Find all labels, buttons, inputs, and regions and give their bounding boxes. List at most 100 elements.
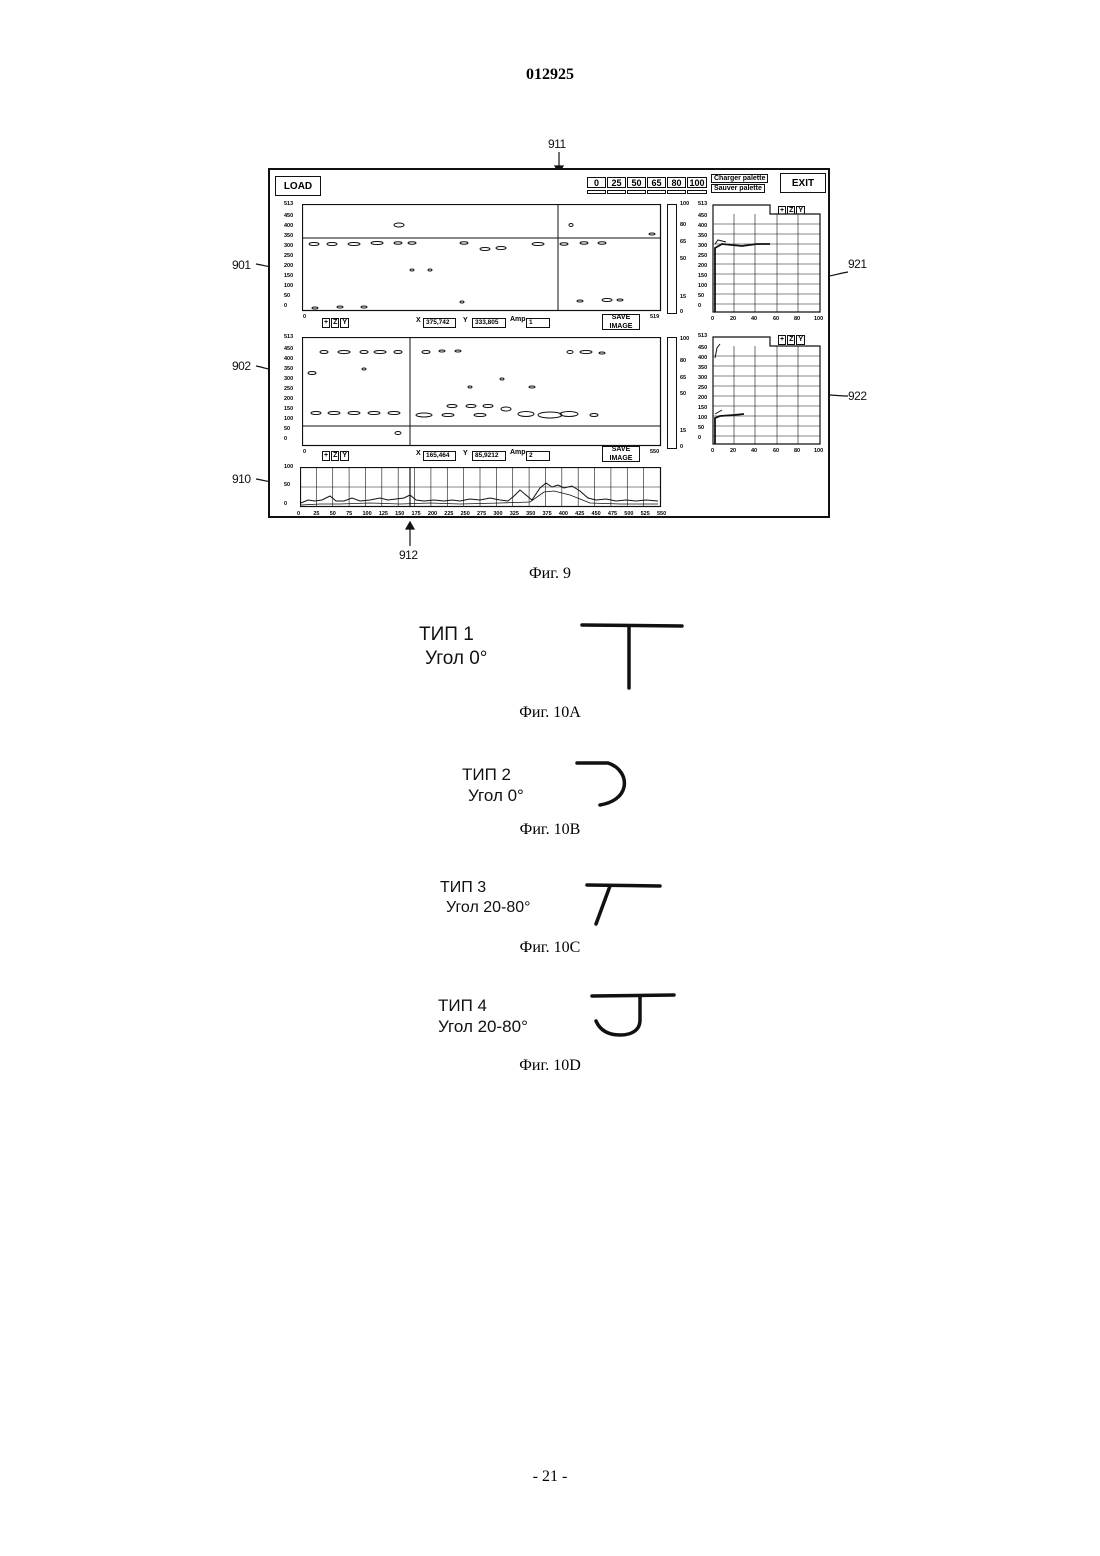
palette-level-50[interactable]: 50 <box>627 177 646 188</box>
panel2-amp-label: Amp <box>510 449 526 456</box>
trace-x-tick: 500 <box>624 511 633 517</box>
right1-y-tick: 200 <box>698 263 707 269</box>
panel1-y-tick: 50 <box>284 293 290 299</box>
palette-level-80[interactable]: 80 <box>667 177 686 188</box>
palette-level-65[interactable]: 65 <box>647 177 666 188</box>
trace-x-tick: 175 <box>412 511 421 517</box>
zoom-z-button[interactable]: Z <box>331 451 339 461</box>
panel1-amp-field[interactable]: 1 <box>526 318 550 328</box>
panel1-y-tick: 150 <box>284 273 293 279</box>
panel1-y-tick: 250 <box>284 253 293 259</box>
panel1-x-end: 519 <box>650 314 659 320</box>
panel1-amp-label: Amp <box>510 316 526 323</box>
panel2-y-field[interactable]: 85,9212 <box>472 451 506 461</box>
image-label: IMAGE <box>610 322 633 331</box>
panel1-save-image-button[interactable]: SAVE IMAGE <box>602 314 640 330</box>
figure-10d-caption: Фиг. 10D <box>450 1057 650 1075</box>
zoom-in-button[interactable]: + <box>322 318 330 328</box>
right1-profile-chart[interactable] <box>712 204 824 316</box>
angle-label: Угол 20-80° <box>438 1016 528 1037</box>
charger-palette-button[interactable]: Charger palette <box>711 174 768 183</box>
right2-y-tick: 350 <box>698 365 707 371</box>
panel1-x-field[interactable]: 375,742 <box>423 318 456 328</box>
palette-level-25[interactable]: 25 <box>607 177 626 188</box>
trace-x-tick: 125 <box>379 511 388 517</box>
ref-922: 922 <box>848 389 867 403</box>
panel1-y-tick: 350 <box>284 233 293 239</box>
figure-10b-caption: Фиг. 10B <box>450 821 650 839</box>
type-label: ТИП 2 <box>462 765 511 784</box>
palette-level-100[interactable]: 100 <box>687 177 707 188</box>
trace-x-tick: 200 <box>428 511 437 517</box>
panel2-image[interactable] <box>302 337 662 449</box>
ref-901: 901 <box>232 258 251 272</box>
sauver-palette-button[interactable]: Sauver palette <box>711 184 765 193</box>
scale-tick: 65 <box>680 375 686 381</box>
trace-x-tick: 300 <box>493 511 502 517</box>
save-label: SAVE <box>612 445 631 454</box>
palette-level-0[interactable]: 0 <box>587 177 606 188</box>
scale-tick: 80 <box>680 222 686 228</box>
right2-y-top: 513 <box>698 333 707 339</box>
palette-swatch <box>687 190 707 194</box>
right1-x-tick: 60 <box>773 316 779 322</box>
panel1-zoom-controls: + Z Y <box>322 318 349 328</box>
right1-y-tick: 0 <box>698 303 701 309</box>
zoom-z-button[interactable]: Z <box>331 318 339 328</box>
panel2-y-tick: 100 <box>284 416 293 422</box>
scale-tick: 100 <box>680 201 689 207</box>
scale-tick: 80 <box>680 358 686 364</box>
panel2-amp-field[interactable]: 2 <box>526 451 550 461</box>
exit-button[interactable]: EXIT <box>780 173 826 193</box>
right2-x-tick: 0 <box>711 448 714 454</box>
panel2-colour-scale <box>667 337 677 449</box>
panel2-x-end: 550 <box>650 449 659 455</box>
ref-921: 921 <box>848 257 867 271</box>
trace-y-tick: 0 <box>284 501 287 507</box>
panel1-y-field[interactable]: 333,805 <box>472 318 506 328</box>
zoom-y-button[interactable]: Y <box>340 318 349 328</box>
zoom-y-button[interactable]: Y <box>340 451 349 461</box>
panel1-image[interactable] <box>302 204 662 314</box>
panel2-y-tick: 300 <box>284 376 293 382</box>
figure-9-caption: Фиг. 9 <box>450 565 650 583</box>
right1-y-top: 513 <box>698 201 707 207</box>
ref-912: 912 <box>399 548 418 562</box>
right2-y-tick: 0 <box>698 435 701 441</box>
load-button[interactable]: LOAD <box>275 176 321 196</box>
panel2-save-image-button[interactable]: SAVE IMAGE <box>602 446 640 462</box>
trace-x-tick: 250 <box>461 511 470 517</box>
panel1-x-start: 0 <box>303 314 306 320</box>
palette-swatch <box>627 190 646 194</box>
panel2-y-tick: 150 <box>284 406 293 412</box>
trace-x-tick: 150 <box>395 511 404 517</box>
scale-tick: 15 <box>680 294 686 300</box>
panel1-y-top: 513 <box>284 201 293 207</box>
panel2-y-tick: 250 <box>284 386 293 392</box>
zoom-in-button[interactable]: + <box>322 451 330 461</box>
panel2-zoom-controls: + Z Y <box>322 451 349 461</box>
scale-tick: 50 <box>680 256 686 262</box>
trace-x-tick: 50 <box>330 511 336 517</box>
right1-x-tick: 20 <box>730 316 736 322</box>
save-label: SAVE <box>612 313 631 322</box>
palette-swatch <box>667 190 686 194</box>
type-label-block: ТИП 2 Угол 0° <box>462 764 524 806</box>
curved-hook-icon <box>572 755 636 811</box>
right1-y-tick: 50 <box>698 293 704 299</box>
panel2-y-tick: 50 <box>284 426 290 432</box>
right2-profile-chart[interactable] <box>712 336 824 448</box>
panel2-x-start: 0 <box>303 449 306 455</box>
panel2-x-label: X <box>416 450 421 457</box>
scale-tick: 0 <box>680 444 683 450</box>
scale-tick: 0 <box>680 309 683 315</box>
right1-y-tick: 400 <box>698 223 707 229</box>
trace-chart[interactable] <box>300 467 662 509</box>
right1-y-tick: 350 <box>698 233 707 239</box>
panel2-x-field[interactable]: 165,464 <box>423 451 456 461</box>
trace-x-tick: 275 <box>477 511 486 517</box>
right2-x-tick: 100 <box>814 448 823 454</box>
trace-x-tick: 525 <box>641 511 650 517</box>
right2-y-tick: 100 <box>698 415 707 421</box>
type-label: ТИП 4 <box>438 996 487 1015</box>
